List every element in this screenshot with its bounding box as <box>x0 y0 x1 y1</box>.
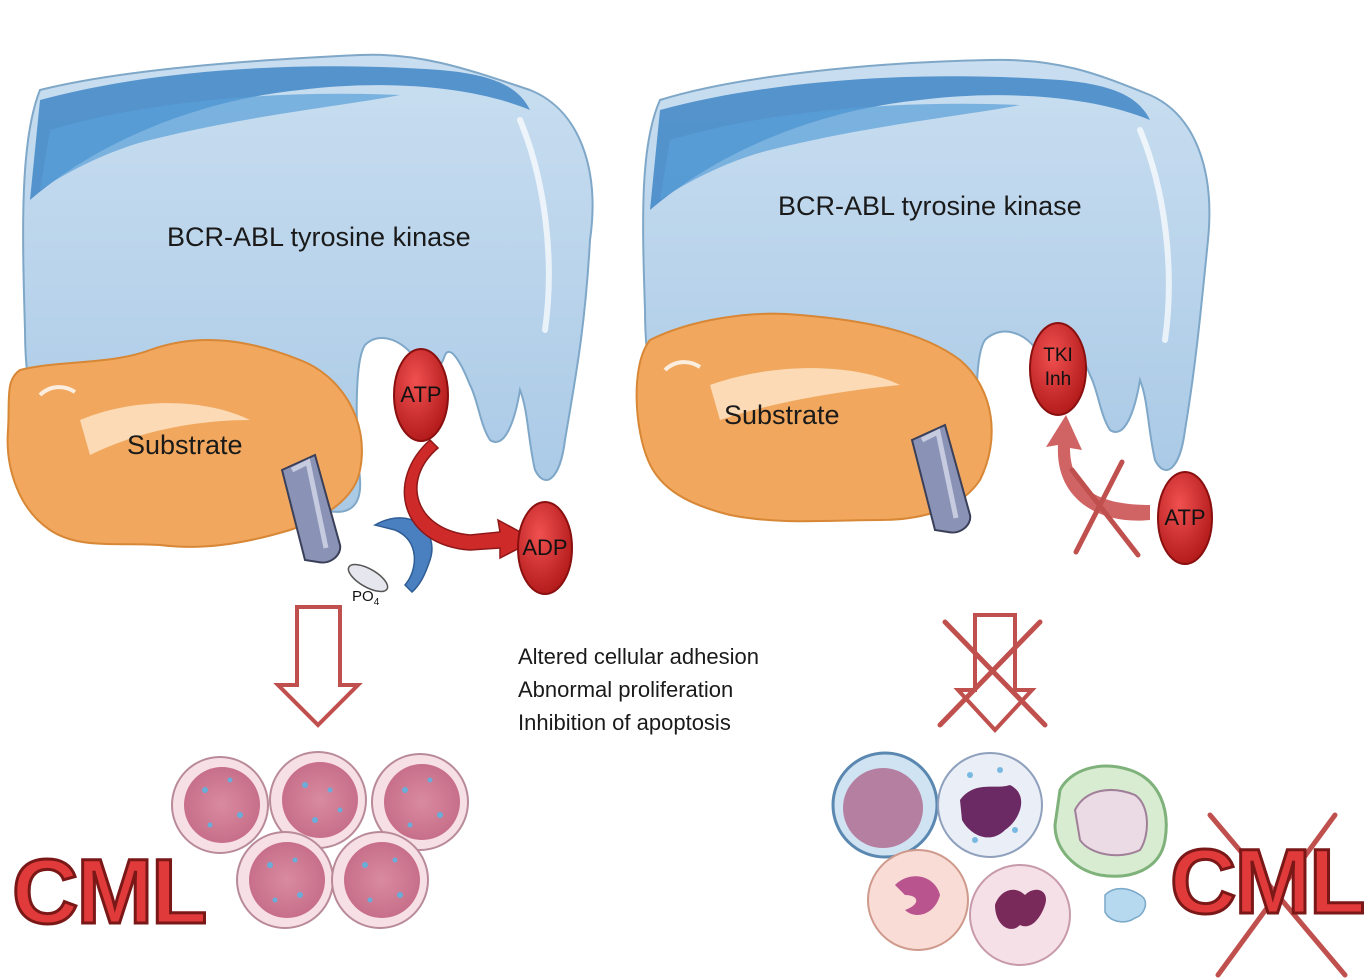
left-kinase-label: BCR-ABL tyrosine kinase <box>167 222 471 252</box>
po4-subscript: 4 <box>373 597 380 608</box>
normal-blood-cells <box>831 751 1168 966</box>
right-kinase-label: BCR-ABL tyrosine kinase <box>778 191 1082 221</box>
adp-molecule <box>517 501 573 595</box>
right-tyrosine-residue <box>910 423 972 534</box>
right-substrate-label: Substrate <box>724 400 840 430</box>
cml-cell <box>331 831 429 929</box>
left-substrate-label: Substrate <box>127 430 243 460</box>
left-atp-molecule <box>393 348 449 442</box>
tki-label-line1: TKI <box>1043 345 1073 366</box>
cml-cell <box>269 751 367 849</box>
cml-cell <box>236 831 334 929</box>
cml-cross <box>1207 812 1348 978</box>
effect-item: Abnormal proliferation <box>518 677 734 702</box>
adp-label: ADP <box>522 535 568 560</box>
left-cml-label: CML <box>10 840 208 945</box>
tki-label: TKI Inh <box>1032 344 1084 392</box>
right-atp-label: ATP <box>1164 505 1206 530</box>
left-outcome-arrow <box>273 605 363 728</box>
left-tyrosine-residue <box>280 453 342 564</box>
po4-text: PO <box>352 588 374 605</box>
lymphocyte-cell <box>831 751 939 859</box>
tki-label-line2: Inh <box>1044 369 1072 390</box>
platelet <box>1104 887 1147 923</box>
monocyte-cell <box>1053 764 1168 878</box>
right-arrow-cross <box>937 619 1048 728</box>
effect-item: Altered cellular adhesion <box>518 644 759 669</box>
eosinophil-cell <box>867 849 969 951</box>
neutrophil-cell <box>969 864 1071 966</box>
atp-block-cross <box>1069 459 1141 558</box>
tki-inhibitor-molecule <box>1029 322 1087 416</box>
cml-cell-cluster <box>171 751 469 929</box>
left-atp-label: ATP <box>400 382 442 407</box>
cml-cell <box>171 756 269 854</box>
right-cml-label: CML <box>1168 830 1366 935</box>
po4-label: PO4 <box>352 588 379 608</box>
blocked-atp-arrow <box>1046 415 1150 521</box>
phosphate-disc <box>347 563 389 593</box>
effects-list: Altered cellular adhesion Abnormal proli… <box>518 640 759 739</box>
cml-cell <box>371 753 469 851</box>
effect-item: Inhibition of apoptosis <box>518 710 731 735</box>
right-substrate-shape <box>635 312 993 523</box>
right-atp-molecule <box>1157 471 1213 565</box>
atp-to-adp-arrow <box>403 438 537 560</box>
basophil-cell <box>937 752 1043 858</box>
